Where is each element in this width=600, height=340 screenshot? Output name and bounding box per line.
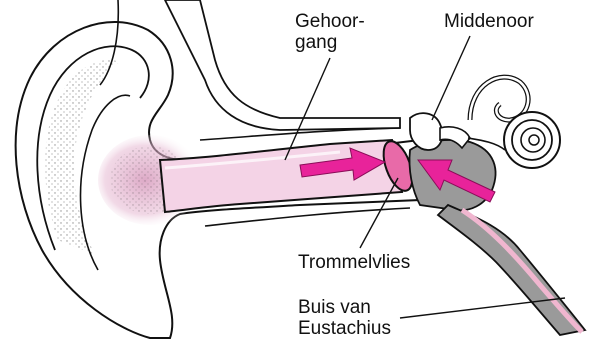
- skull-wall: [165, 0, 400, 130]
- label-middenoor: Middenoor: [444, 11, 534, 32]
- label-trommelvlies-text: Trommelvlies: [298, 252, 410, 273]
- label-gehoorgang-line1: Gehoor-: [295, 11, 365, 32]
- semicircular-canals: [470, 77, 528, 120]
- eustachian-tube: [438, 205, 585, 335]
- label-middenoor-text: Middenoor: [444, 11, 534, 32]
- cochlea: [504, 112, 560, 168]
- label-gehoorgang: Gehoor- gang: [295, 11, 365, 53]
- label-gehoorgang-line2: gang: [295, 32, 365, 53]
- label-buis-line1: Buis van: [298, 297, 391, 318]
- label-buis-line2: Eustachius: [298, 318, 391, 339]
- leader-middenoor: [432, 36, 470, 120]
- label-trommelvlies: Trommelvlies: [298, 252, 410, 273]
- ossicles: [410, 113, 442, 150]
- label-buis-van-eustachius: Buis van Eustachius: [298, 297, 391, 339]
